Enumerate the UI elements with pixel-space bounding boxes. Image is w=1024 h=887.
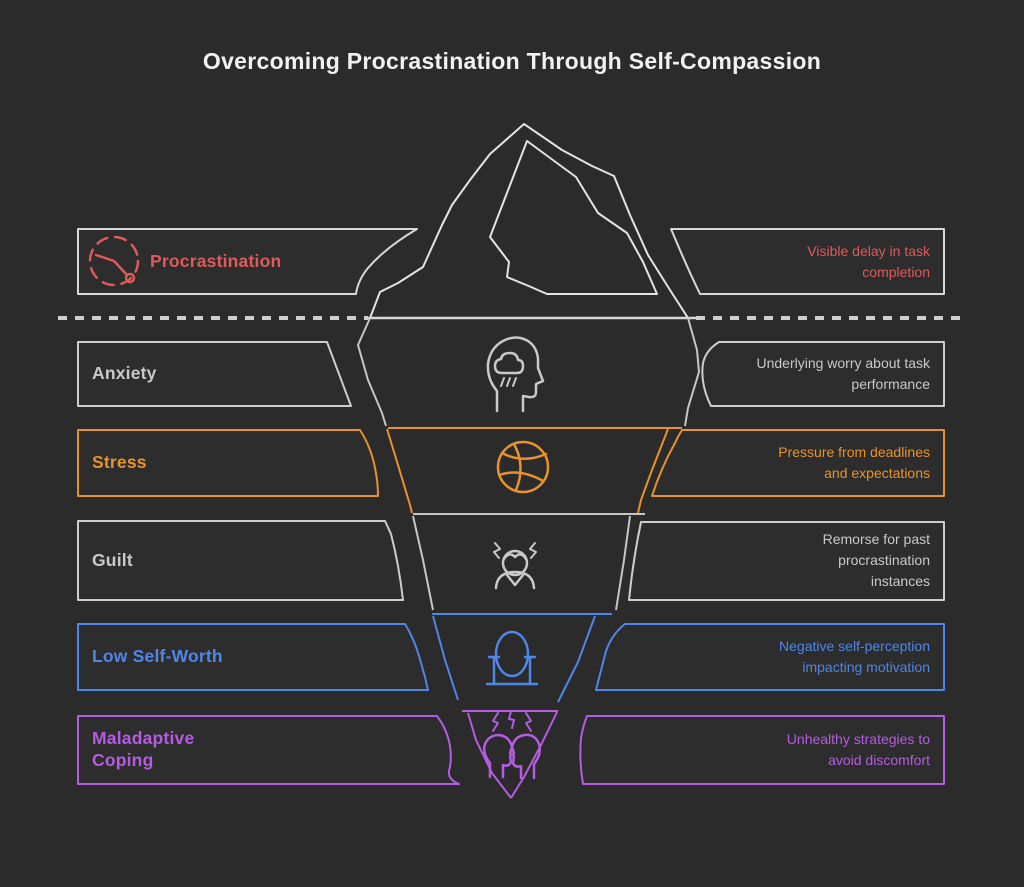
right-box-low-self-worth (595, 623, 945, 691)
left-box-guilt (77, 520, 404, 601)
description-procrastination: Visible delay in task completion (807, 242, 930, 280)
conflict-heads-icon (482, 710, 542, 780)
flank-left-anxiety (357, 317, 387, 427)
right-box-stress (651, 429, 945, 497)
left-box-stress (77, 429, 379, 497)
row-boxes (77, 228, 945, 785)
right-box-guilt (628, 521, 945, 601)
description-anxiety: Underlying worry about task performance (756, 355, 930, 392)
iceberg-underwater-body (357, 317, 700, 799)
flank-left-stress (386, 428, 413, 514)
left-box-maladaptive (77, 715, 460, 785)
label-maladaptive-coping: Maladaptive Coping (92, 728, 195, 770)
label-anxiety: Anxiety (92, 363, 157, 384)
description-low-self-worth: Negative self-perception impacting motiv… (779, 638, 930, 675)
label-procrastination: Procrastination (150, 250, 282, 271)
label-guilt: Guilt (92, 549, 133, 570)
flank-right-maladaptive (510, 711, 558, 799)
description-maladaptive-coping: Unhealthy strategies to avoid discomfort (786, 731, 930, 768)
flank-right-anxiety (684, 317, 700, 427)
flank-left-low-self-worth (432, 615, 459, 701)
label-stress: Stress (92, 452, 147, 473)
mirror-icon (485, 630, 539, 686)
iceberg-peak-outline (369, 123, 689, 319)
head-rain-icon (486, 336, 545, 413)
right-box-anxiety (701, 341, 945, 407)
flank-left-guilt (412, 515, 434, 611)
left-box-procrastination (77, 228, 418, 295)
iceberg-peak-inner-outline (489, 140, 658, 295)
clock-delay-icon (88, 235, 140, 287)
description-guilt: Remorse for past procrastination instanc… (822, 531, 930, 589)
page-title: Overcoming Procrastination Through Self-… (202, 48, 822, 74)
flank-right-low-self-worth (557, 615, 596, 703)
right-box-maladaptive (579, 715, 945, 785)
flank-right-guilt (615, 515, 631, 611)
stressed-person-icon (493, 542, 537, 590)
right-box-procrastination (670, 228, 945, 295)
flank-left-maladaptive (467, 712, 512, 799)
description-stress: Pressure from deadlines and expectations (778, 444, 930, 481)
ball-icon (496, 440, 550, 494)
label-low-self-worth: Low Self-Worth (92, 646, 223, 667)
flank-right-stress (637, 428, 669, 514)
left-box-low-self-worth (77, 623, 429, 691)
left-box-anxiety (77, 341, 352, 407)
